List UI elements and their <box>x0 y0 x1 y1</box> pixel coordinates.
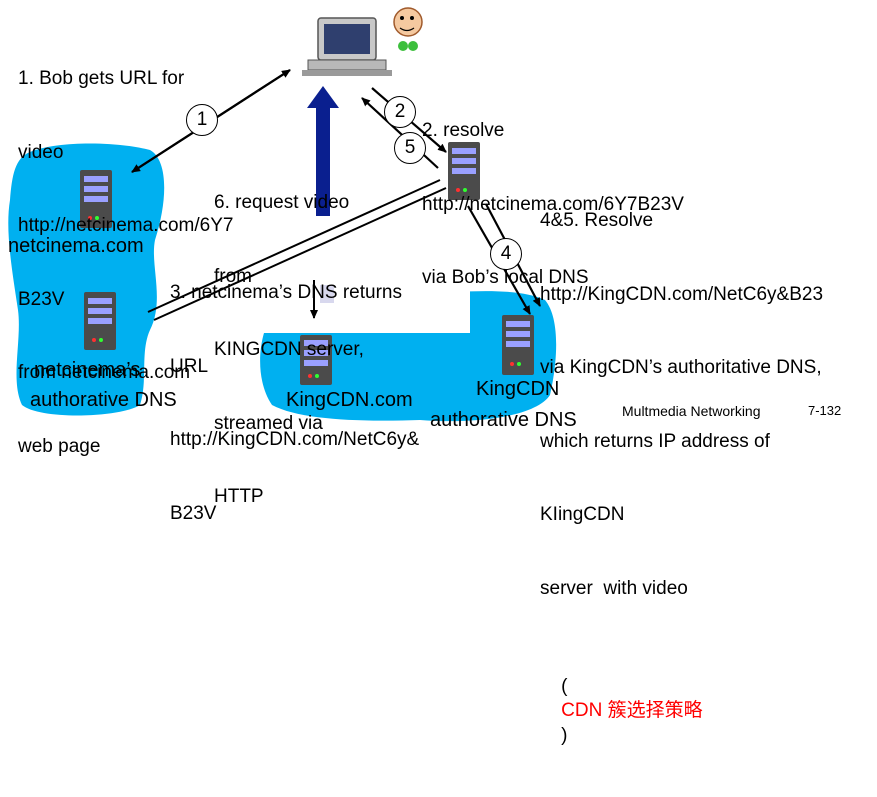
step1-text: 1. Bob gets URL for video http://netcine… <box>18 68 234 457</box>
step-5-marker: 5 <box>394 132 426 164</box>
kingcdn-dns-label-2: authorative DNS <box>430 409 577 431</box>
arrow-6-head <box>307 86 339 108</box>
kingcdn-dns-label-1: KingCDN <box>476 378 560 400</box>
arrow-3b <box>153 187 447 321</box>
step-1-marker: 1 <box>186 104 218 136</box>
arrow-3a <box>147 179 441 313</box>
strategy-note: ( CDN 簇选择策略 ) <box>561 675 703 746</box>
overlay-patch <box>320 285 334 303</box>
footer-page: 7-132 <box>808 403 842 418</box>
step2-text: 2. resolve http://netcinema.com/6Y7B23V … <box>422 120 684 288</box>
footer-title: Multmedia Networking <box>622 403 761 419</box>
netcinema-server-label: netcinema.com <box>8 235 144 257</box>
kingcdn-server-label: KingCDN.com <box>286 389 413 411</box>
step-2-marker: 2 <box>384 96 416 128</box>
netcinema-dns-label-2: authorative DNS <box>30 389 177 411</box>
step45-text: 4&5. Resolve http://KingCDN.com/NetC6y&B… <box>540 160 823 797</box>
step-4-marker: 4 <box>490 238 522 270</box>
netcinema-cloud <box>8 143 165 416</box>
netcinema-dns-label-1: netcinema’s <box>34 359 141 381</box>
arrow-6-shaft <box>316 106 330 216</box>
step6-text: 6. request video from KINGCDN server, st… <box>214 192 364 507</box>
arrow-5 <box>361 97 439 169</box>
